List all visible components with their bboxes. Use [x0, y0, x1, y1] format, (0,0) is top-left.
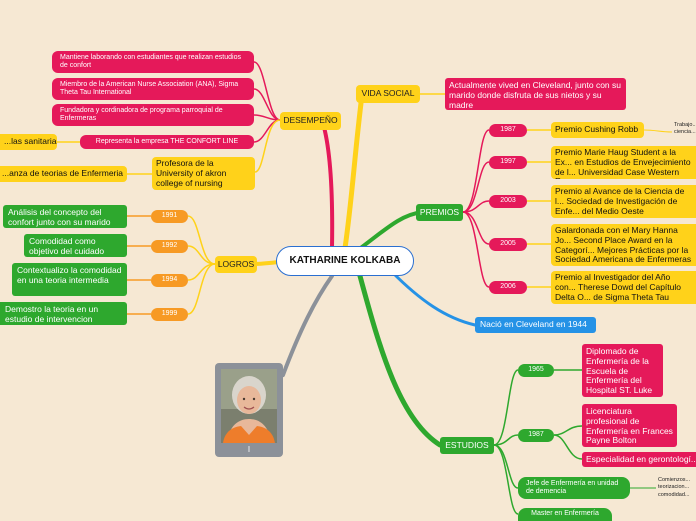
cushing-note[interactable]: Trabajo... ciencia... — [674, 122, 696, 136]
branch-vida-social — [342, 92, 365, 251]
jefe-note[interactable]: Comienzos... teorizacion... comodidad... — [658, 477, 691, 498]
premio-award[interactable]: Premio al Investigador del Año con... Th… — [551, 271, 696, 304]
logro-item[interactable]: Análisis del concepto del confort junto … — [3, 205, 127, 228]
portrait-photo-icon — [221, 369, 277, 443]
logro-year[interactable]: 1994 — [151, 274, 188, 287]
estudio-year[interactable]: 1965 — [518, 364, 554, 377]
vida-social-detail[interactable]: Actualmente vived en Cleveland, junto co… — [445, 78, 626, 110]
desempeno-item[interactable]: Representa la empresa THE CONFORT LINE — [80, 135, 254, 149]
premio-award[interactable]: Premio Cushing Robb — [551, 122, 644, 138]
central-topic[interactable]: KATHARINE KOLKABA — [276, 246, 414, 276]
jefe-node[interactable]: Jefe de Enfermería en unidad de demencia — [518, 477, 630, 499]
estudio-degree[interactable]: Licenciatura profesional de Enfermería e… — [582, 404, 677, 447]
premio-award[interactable]: Galardonada con el Mary Hanna Jo... Seco… — [551, 224, 696, 266]
master-node[interactable]: Master en Enfermería — [518, 508, 612, 521]
logro-year[interactable]: 1992 — [151, 240, 188, 253]
branch-photo — [281, 274, 334, 377]
logro-year[interactable]: 1999 — [151, 308, 188, 321]
logro-item[interactable]: Contextualizo la comodidad en una teoria… — [12, 263, 127, 296]
desempeno-item[interactable]: Fundadora y cordinadora de programa parr… — [52, 104, 254, 126]
logros-node[interactable]: LOGROS — [215, 256, 257, 273]
premio-year[interactable]: 1997 — [489, 156, 527, 169]
desempeno-node[interactable]: DESEMPEÑO — [280, 112, 341, 130]
premio-award[interactable]: Premio al Avance de la Ciencia de l... S… — [551, 185, 696, 218]
logro-item[interactable]: Comodidad como objetivo del cuidado — [24, 234, 127, 257]
premio-year[interactable]: 2003 — [489, 195, 527, 208]
desempeno-item[interactable]: Mantiene laborando con estudiantes que r… — [52, 51, 254, 73]
premio-year[interactable]: 2005 — [489, 238, 527, 251]
portrait-photo[interactable]: I — [215, 363, 283, 457]
nacio-node[interactable]: Nació en Cleveland en 1944 — [475, 317, 596, 333]
logro-year[interactable]: 1991 — [151, 210, 188, 223]
premio-year[interactable]: 1987 — [489, 124, 527, 137]
estudio-degree[interactable]: Diplomado de Enfermería de la Escuela de… — [582, 344, 663, 397]
premio-year[interactable]: 2006 — [489, 281, 527, 294]
estudio-year[interactable]: 1987 — [518, 429, 554, 442]
logro-item[interactable]: Demostro la teoria en un estudio de inte… — [0, 302, 127, 325]
branch-nacio — [390, 270, 477, 327]
desempeno-fragment[interactable]: ...las sanitarias — [0, 134, 57, 150]
vida-social-node[interactable]: VIDA SOCIAL — [356, 85, 420, 103]
branch-premios — [356, 210, 424, 252]
photo-caption: I — [247, 445, 251, 454]
estudios-node[interactable]: ESTUDIOS — [440, 437, 494, 454]
branch-desempeno — [320, 118, 335, 250]
profesora-fragment[interactable]: ...anza de teorias de Enfermeria — [0, 166, 127, 182]
premios-node[interactable]: PREMIOS — [416, 204, 463, 221]
estudio-degree[interactable]: Especialidad en gerontologí... — [582, 452, 696, 467]
desempeno-item[interactable]: Miembro de la American Nurse Association… — [52, 78, 254, 100]
profesora-node[interactable]: Profesora de la University of akron coll… — [152, 157, 255, 190]
branch-estudios — [357, 273, 443, 448]
premio-award[interactable]: Premio Marie Haug Student a la Ex... en … — [551, 146, 696, 179]
